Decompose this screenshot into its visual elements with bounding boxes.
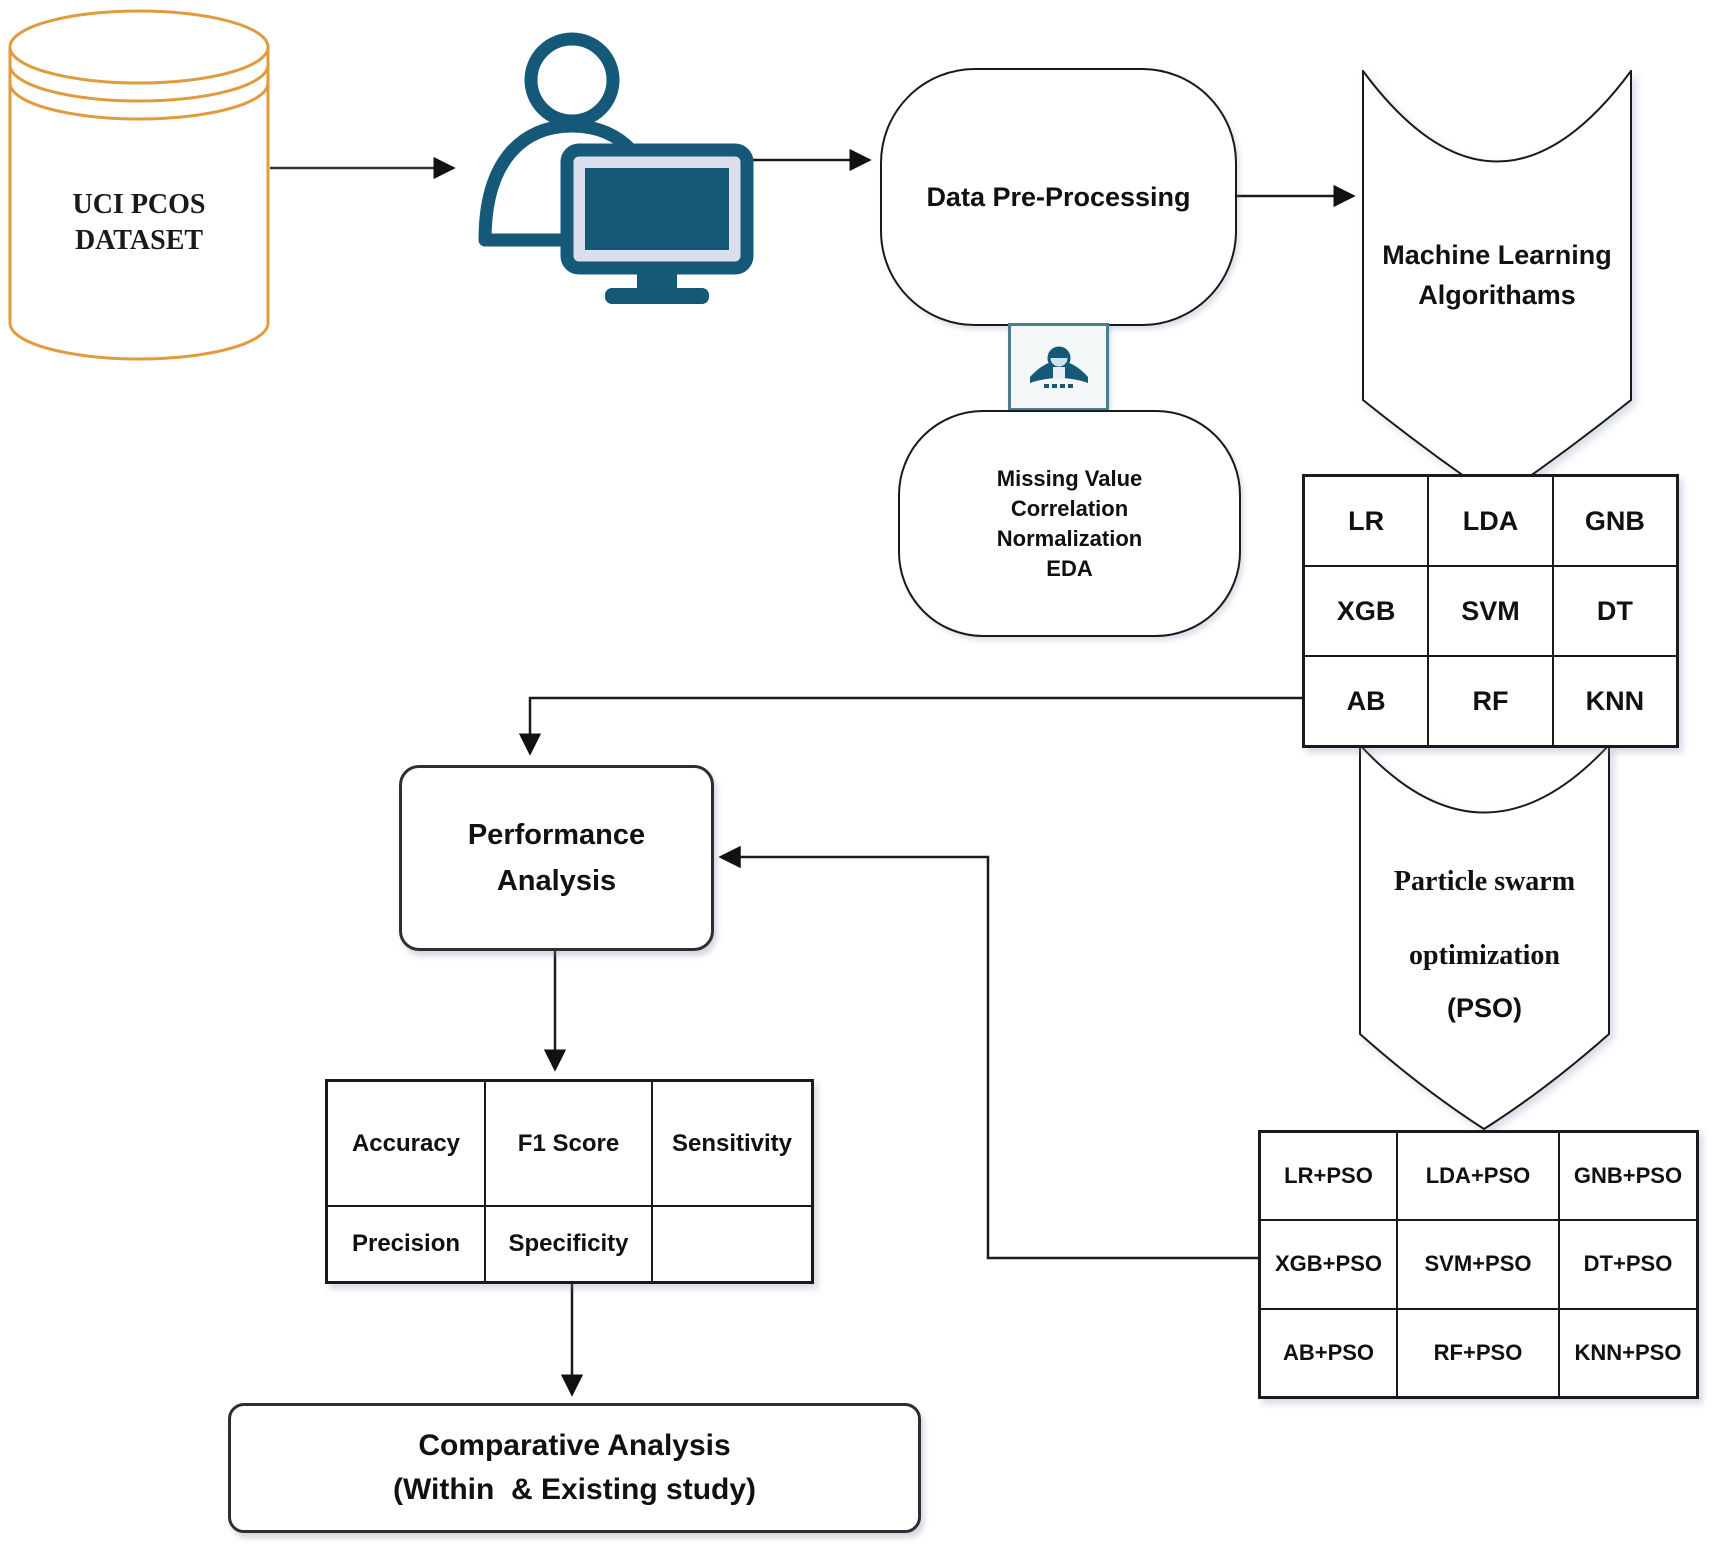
ml-cell-knn: KNN — [1552, 656, 1677, 746]
data-preprocessing-node: Data Pre-Processing — [880, 68, 1237, 326]
pso-cell-lr: LR+PSO — [1260, 1132, 1397, 1221]
ml-cell-dt: DT — [1552, 566, 1677, 656]
ml-cell-lda: LDA — [1428, 476, 1553, 566]
pso-cell-svm: SVM+PSO — [1397, 1220, 1559, 1309]
dataset-label: UCI PCOS DATASET — [8, 187, 270, 259]
step-missing-value: Missing Value — [996, 465, 1143, 491]
ml-cell-rf: RF — [1428, 656, 1553, 746]
ml-algorithms-table: LR LDA GNB XGB SVM DT AB RF KNN — [1302, 474, 1679, 748]
step-eda: EDA — [1046, 555, 1093, 581]
metric-specificity: Specificity — [485, 1206, 652, 1282]
dataset-label-line2: DATASET — [74, 225, 204, 256]
pso-banner-line3: (PSO) — [1446, 993, 1522, 1023]
connector-pso-to-performance — [718, 845, 1258, 1260]
dataset-label-line1: UCI PCOS — [72, 189, 206, 220]
connector-ml-to-performance — [518, 696, 1302, 756]
pso-banner: Particle swarm optimization (PSO) — [1359, 744, 1610, 1130]
ml-cell-xgb: XGB — [1304, 566, 1429, 656]
ml-cell-gnb: GNB — [1552, 476, 1677, 566]
ml-algorithms-banner: Machine Learning Algorithams — [1362, 70, 1632, 500]
step-normalization: Normalization — [996, 525, 1143, 551]
pso-cell-xgb: XGB+PSO — [1260, 1220, 1397, 1309]
banner-flag-shape — [1359, 744, 1610, 1130]
preprocessing-steps-node: Missing Value Correlation Normalization … — [898, 410, 1241, 637]
metric-f1-score: F1 Score — [485, 1081, 652, 1207]
user-computer-node — [455, 18, 755, 308]
preprocessing-steps-list: Missing Value Correlation Normalization … — [997, 464, 1143, 584]
comparative-line2: (Within & Existing study) — [392, 1473, 757, 1506]
pso-combinations-table: LR+PSO LDA+PSO GNB+PSO XGB+PSO SVM+PSO D… — [1258, 1130, 1699, 1399]
performance-analysis-node: Performance Analysis — [399, 765, 714, 951]
user-computer-icon — [478, 32, 754, 304]
ml-cell-lr: LR — [1304, 476, 1429, 566]
pso-cell-rf: RF+PSO — [1397, 1308, 1559, 1397]
ml-cell-svm: SVM — [1428, 566, 1553, 656]
pso-cell-lda: LDA+PSO — [1397, 1132, 1559, 1221]
ml-banner-line1: Machine Learning — [1382, 240, 1612, 270]
database-cylinder-icon — [8, 9, 270, 361]
pso-cell-ab: AB+PSO — [1260, 1308, 1397, 1397]
ml-banner-line2: Algorithams — [1418, 280, 1576, 310]
person-working-icon — [1029, 346, 1088, 388]
pso-cell-dt: DT+PSO — [1559, 1220, 1697, 1309]
metric-precision: Precision — [327, 1206, 485, 1282]
data-preprocessing-label: Data Pre-Processing — [926, 181, 1191, 212]
performance-line1: Performance — [467, 819, 646, 851]
metric-empty — [652, 1206, 812, 1282]
metric-accuracy: Accuracy — [327, 1081, 485, 1207]
performance-line2: Analysis — [496, 865, 617, 897]
metrics-table: Accuracy F1 Score Sensitivity Precision … — [325, 1079, 814, 1284]
banner-flag-shape — [1362, 70, 1632, 500]
metric-sensitivity: Sensitivity — [652, 1081, 812, 1207]
comparative-analysis-node: Comparative Analysis (Within & Existing … — [228, 1403, 921, 1533]
ml-cell-ab: AB — [1304, 656, 1429, 746]
pso-banner-line1: Particle swarm — [1393, 866, 1576, 897]
uci-pcos-dataset-node: UCI PCOS DATASET — [8, 5, 270, 361]
pso-cell-gnb: GNB+PSO — [1559, 1132, 1697, 1221]
worker-icon-box — [1008, 323, 1109, 411]
monitor-icon — [560, 143, 754, 304]
comparative-line1: Comparative Analysis — [418, 1429, 731, 1462]
pso-banner-line2: optimization — [1409, 940, 1560, 971]
ml-banner-label: Machine Learning Algorithams — [1362, 235, 1632, 315]
pso-cell-knn: KNN+PSO — [1559, 1308, 1697, 1397]
step-correlation: Correlation — [1010, 495, 1129, 521]
